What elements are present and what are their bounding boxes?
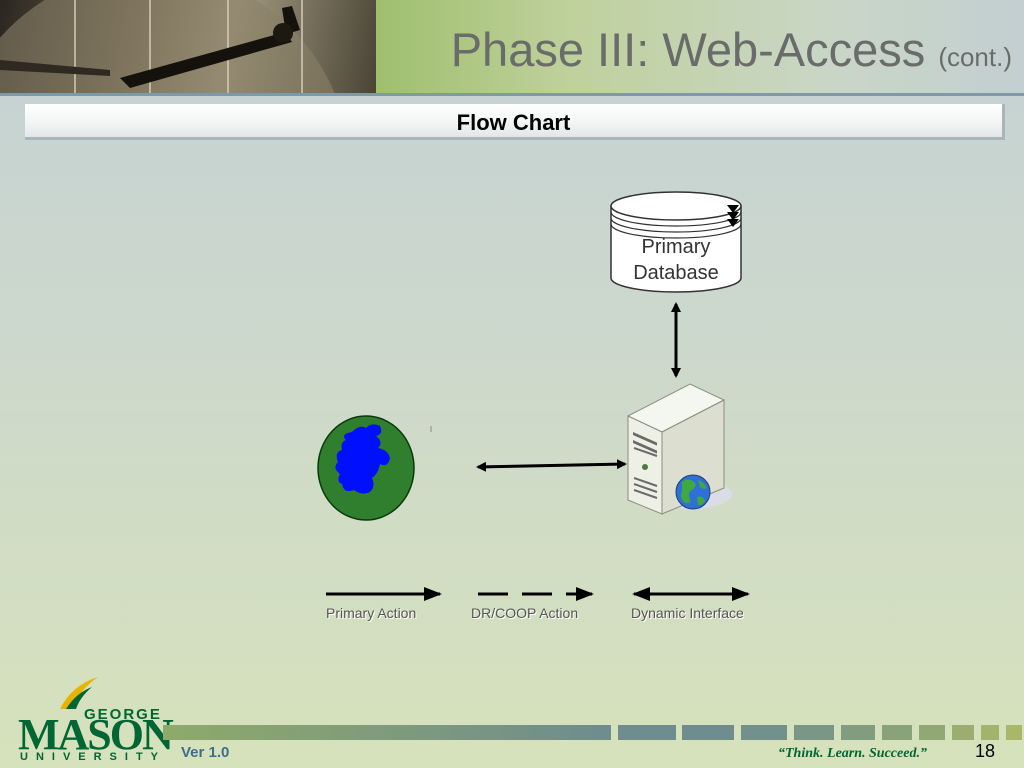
footer-block xyxy=(682,725,734,740)
section-title-bar: Flow Chart xyxy=(25,104,1005,140)
clock-image xyxy=(0,0,335,94)
title-suffix: (cont.) xyxy=(938,42,1012,72)
server-globe-icon xyxy=(626,383,732,515)
legend-drcoop-label: DR/COOP Action xyxy=(471,605,579,621)
page-title: Phase III: Web-Access (cont.) xyxy=(451,22,1012,85)
database-label: Primary Database xyxy=(611,234,741,286)
version-label: Ver 1.0 xyxy=(181,744,230,761)
footer-block xyxy=(841,725,875,740)
database-label-line2: Database xyxy=(633,262,719,284)
database-icon xyxy=(610,191,742,293)
header-divider xyxy=(0,93,1024,96)
footer-block xyxy=(952,725,974,740)
footer-block xyxy=(882,725,912,740)
gmu-logo: GEORGE MASON UNIVERSITY xyxy=(16,675,174,763)
logo-university: UNIVERSITY xyxy=(20,751,167,763)
footer-block xyxy=(741,725,787,740)
logo-george: GEORGE xyxy=(84,706,162,723)
globe-icon xyxy=(317,415,415,521)
page-number: 18 xyxy=(975,741,996,761)
database-label-line1: Primary xyxy=(641,236,711,258)
logo-mason: MASON xyxy=(18,710,174,759)
footer-stripe xyxy=(163,725,611,740)
header-clock-photo xyxy=(0,0,376,94)
footer-block xyxy=(794,725,834,740)
footer-block xyxy=(981,725,999,740)
motto: “Think. Learn. Succeed.” xyxy=(778,746,927,761)
legend-dynamic-label: Dynamic Interface xyxy=(631,605,744,621)
legend-primary-label: Primary Action xyxy=(326,605,417,621)
section-title: Flow Chart xyxy=(456,110,571,135)
footer-block xyxy=(919,725,945,740)
footer-block xyxy=(1006,725,1022,740)
footer-block xyxy=(618,725,676,740)
header-band xyxy=(376,0,1024,94)
logo-flame-icon xyxy=(60,677,98,709)
title-main: Phase III: Web-Access xyxy=(450,23,926,76)
internet-server-arrow xyxy=(476,459,627,472)
